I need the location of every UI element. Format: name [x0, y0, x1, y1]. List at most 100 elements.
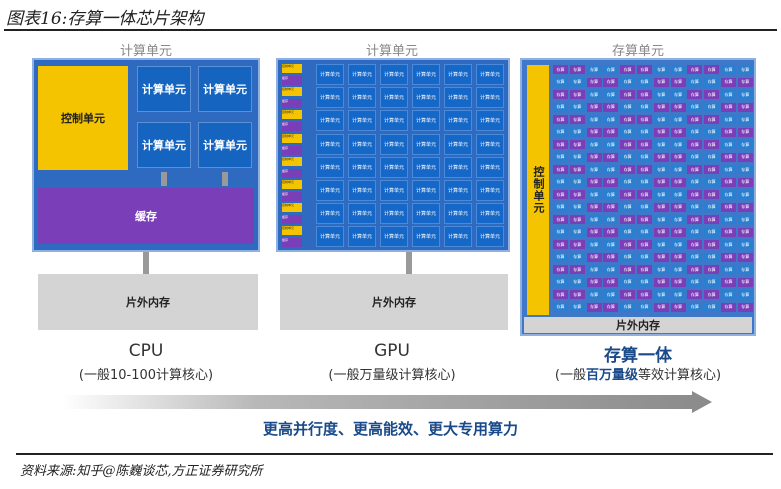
pim-unit: 存算 [737, 177, 753, 187]
source-note: 资料来源:知乎@陈巍谈芯,方正证券研究所 [20, 464, 263, 479]
pim-unit: 存算 [620, 152, 636, 162]
pim-unit: 存算 [569, 140, 585, 149]
gpu-compute-unit: 计算单元 [412, 203, 440, 225]
pim-unit: 存算 [704, 202, 720, 212]
pim-unit: 存算 [670, 77, 686, 87]
cpu-cache: 缓存 [38, 188, 254, 244]
pim-unit: 存算 [603, 177, 619, 187]
pim-unit: 存算 [586, 190, 602, 199]
gpu-compute-unit: 计算单元 [348, 64, 376, 85]
pim-unit: 存算 [653, 65, 669, 74]
pim-unit: 存算 [704, 302, 720, 312]
pim-unit: 存算 [637, 152, 652, 162]
pim-unit: 存算 [620, 227, 636, 237]
pim-unit: 存算 [670, 240, 686, 249]
pim-unit: 存算 [586, 252, 602, 262]
gpu-row: 控制单元缓存计算单元计算单元计算单元计算单元计算单元计算单元 [282, 133, 508, 156]
pim-unit: 存算 [687, 215, 703, 224]
gpu-compute-unit: 计算单元 [316, 226, 344, 248]
pim-unit: 存算 [553, 177, 568, 187]
pim-unit: 存算 [569, 265, 585, 274]
pim-unit: 存算 [637, 127, 652, 137]
gpu-compute-unit: 计算单元 [412, 133, 440, 155]
gpu-compute-unit: 计算单元 [444, 156, 472, 178]
pim-unit: 存算 [687, 252, 703, 262]
pim-unit: 存算 [670, 102, 686, 112]
pim-unit: 存算 [553, 290, 568, 299]
pim-unit: 存算 [620, 240, 636, 249]
pim-unit: 存算 [586, 290, 602, 299]
pim-unit: 存算 [603, 290, 619, 299]
pim-unit: 存算 [721, 140, 736, 149]
cpu-panel-label: 计算单元 [119, 44, 172, 59]
pim-name: 存算一体 [604, 346, 672, 366]
pim-unit: 存算 [721, 302, 736, 312]
pim-unit: 存算 [603, 140, 619, 149]
pim-unit: 存算 [637, 215, 652, 224]
pim-unit: 存算 [737, 215, 753, 224]
pim-unit: 存算 [620, 77, 636, 87]
pim-unit: 存算 [620, 90, 636, 99]
pim-unit: 存算 [670, 252, 686, 262]
pim-unit: 存算 [653, 90, 669, 99]
gpu-compute-unit: 计算单元 [316, 87, 344, 109]
pim-unit: 存算 [586, 202, 602, 212]
gpu-compute-unit: 计算单元 [476, 156, 504, 178]
gpu-compute-unit: 计算单元 [348, 180, 376, 201]
pim-unit: 存算 [586, 240, 602, 249]
pim-unit: 存算 [569, 90, 585, 99]
pim-unit: 存算 [721, 90, 736, 99]
pim-unit: 存算 [569, 152, 585, 162]
gpu-row-cache: 缓存 [282, 99, 302, 109]
pim-unit: 存算 [721, 290, 736, 299]
pim-unit: 存算 [687, 102, 703, 112]
gpu-compute-unit: 计算单元 [476, 226, 504, 248]
pim-unit: 存算 [721, 190, 736, 199]
pim-unit: 存算 [670, 302, 686, 312]
pim-unit: 存算 [653, 140, 669, 149]
pim-unit: 存算 [569, 277, 585, 287]
pim-unit: 存算 [620, 265, 636, 274]
pim-unit: 存算 [653, 240, 669, 249]
pim-unit: 存算 [670, 127, 686, 137]
pim-unit: 存算 [737, 265, 753, 274]
pim-unit: 存算 [670, 165, 686, 174]
pim-unit: 存算 [569, 252, 585, 262]
pim-unit: 存算 [687, 227, 703, 237]
gpu-compute-unit: 计算单元 [348, 156, 376, 178]
arrow-icon [161, 172, 167, 186]
pim-unit: 存算 [603, 115, 619, 124]
pim-unit: 存算 [704, 290, 720, 299]
pim-unit: 存算 [721, 252, 736, 262]
gpu-row-cache: 缓存 [282, 215, 302, 225]
pim-unit: 存算 [653, 177, 669, 187]
pim-unit: 存算 [721, 240, 736, 249]
pim-unit: 存算 [603, 165, 619, 174]
pim-unit: 存算 [620, 65, 636, 74]
title-divider [4, 29, 777, 31]
pim-unit: 存算 [721, 277, 736, 287]
pim-unit: 存算 [687, 277, 703, 287]
pim-unit: 存算 [620, 302, 636, 312]
pim-unit: 存算 [687, 140, 703, 149]
pim-unit: 存算 [603, 265, 619, 274]
pim-unit: 存算 [553, 202, 568, 212]
pim-unit: 存算 [620, 102, 636, 112]
pim-unit: 存算 [569, 177, 585, 187]
pim-unit: 存算 [653, 215, 669, 224]
pim-unit: 存算 [704, 177, 720, 187]
pim-unit: 存算 [653, 190, 669, 199]
pim-unit: 存算 [553, 277, 568, 287]
pim-unit: 存算 [553, 102, 568, 112]
pim-unit: 存算 [553, 90, 568, 99]
pim-unit: 存算 [670, 115, 686, 124]
pim-unit: 存算 [737, 302, 753, 312]
pim-unit: 存算 [670, 140, 686, 149]
pim-unit: 存算 [637, 265, 652, 274]
pim-unit: 存算 [737, 90, 753, 99]
pim-unit: 存算 [653, 302, 669, 312]
pim-unit: 存算 [737, 65, 753, 74]
pim-unit: 存算 [586, 77, 602, 87]
pim-unit: 存算 [687, 152, 703, 162]
pim-unit: 存算 [653, 152, 669, 162]
